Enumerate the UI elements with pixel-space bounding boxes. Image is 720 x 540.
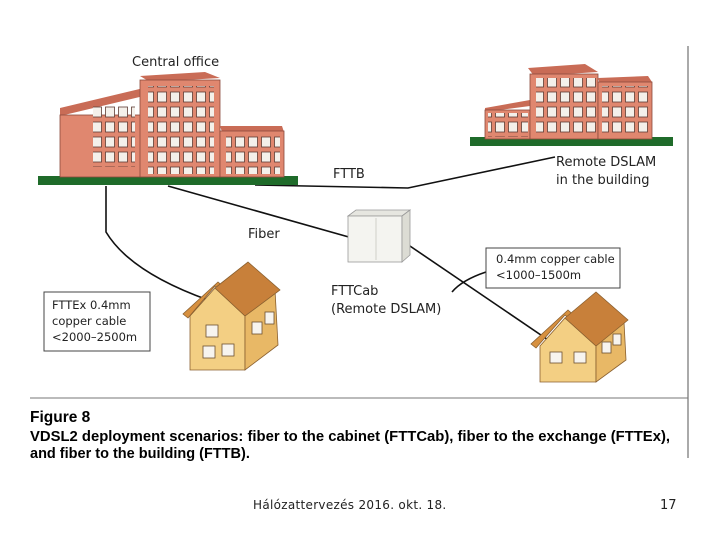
fttex-copper-cable <box>105 186 209 301</box>
cables <box>105 156 561 349</box>
remote-building <box>470 64 673 146</box>
house-left <box>182 261 281 371</box>
footer-title: Hálózattervezés 2016. okt. 18. <box>253 498 447 512</box>
ground-strip-left <box>38 176 298 185</box>
label-copper-cable: 0.4mm copper cable <box>496 252 615 266</box>
copper-callout-line <box>451 271 487 293</box>
label-fiber: Fiber <box>248 227 280 242</box>
house-right <box>530 291 629 383</box>
label-in-the-building: in the building <box>556 173 650 188</box>
label-fttex: FTTEx 0.4mm <box>52 298 131 312</box>
label-remote-dslam: Remote DSLAM <box>556 155 656 170</box>
label-central-office: Central office <box>132 55 219 70</box>
fttex-callout-box <box>43 291 151 352</box>
ground-strip-right <box>470 137 673 146</box>
central-office-building <box>38 72 298 185</box>
street-cabinet <box>346 209 412 263</box>
label-fttex-copper: copper cable <box>52 314 126 328</box>
fiber-cable-to-cabinet <box>167 185 371 244</box>
label-fttex-length: <2000–2500m <box>52 330 137 344</box>
figure-caption-title: Figure 8 <box>30 409 91 426</box>
fttb-cable <box>254 156 556 189</box>
label-remote-dslam-cabinet: (Remote DSLAM) <box>331 302 441 317</box>
label-copper-length: <1000–1500m <box>496 268 581 282</box>
label-fttcab: FTTCab <box>331 284 378 299</box>
cabinet-copper-cable <box>406 243 561 349</box>
figure-caption-line2: and fiber to the building (FTTB). <box>30 446 250 462</box>
page-number: 17 <box>660 498 677 513</box>
label-fttb: FTTB <box>333 167 365 182</box>
copper-callout-box <box>485 247 621 289</box>
figure-caption-line1: VDSL2 deployment scenarios: fiber to the… <box>30 429 670 445</box>
